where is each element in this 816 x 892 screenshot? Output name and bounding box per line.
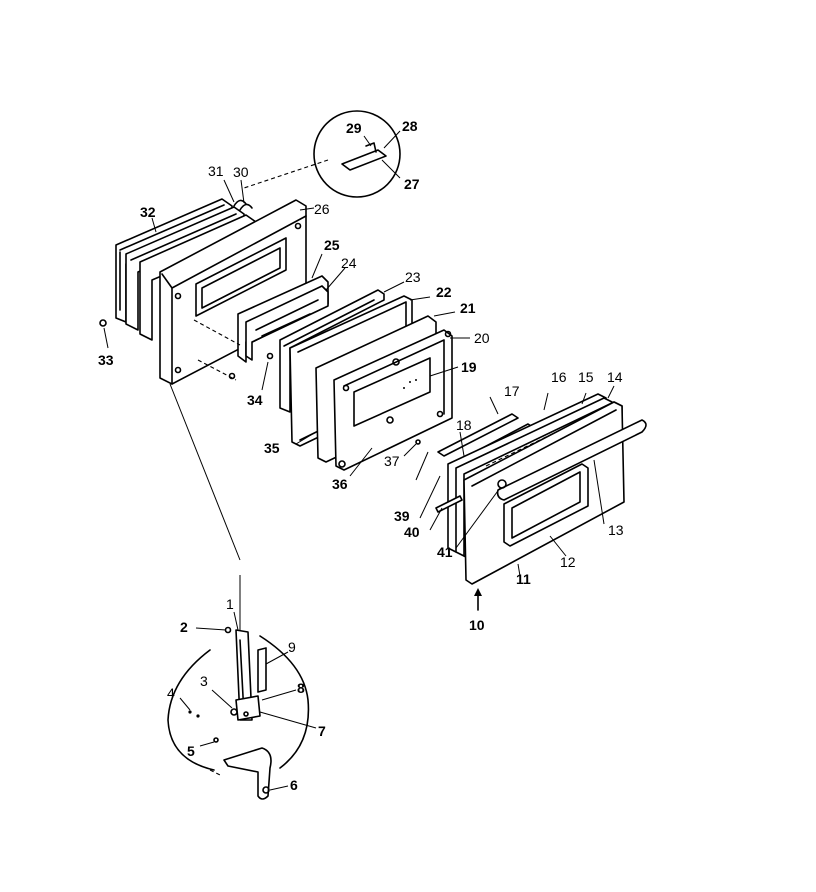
label-12: 12 — [560, 554, 576, 570]
label-6: 6 — [290, 777, 298, 793]
label-9: 9 — [288, 639, 296, 655]
label-30: 30 — [233, 164, 249, 180]
label-26: 26 — [314, 201, 330, 217]
label-23: 23 — [405, 269, 421, 285]
label-11: 11 — [516, 571, 531, 587]
outer-frame-assembly — [99, 179, 315, 385]
top-detail-callout — [243, 110, 401, 198]
hinge-detail — [167, 383, 317, 800]
label-37: 37 — [384, 453, 400, 469]
label-40: 40 — [404, 524, 420, 540]
label-8: 8 — [297, 680, 305, 696]
label-7: 7 — [318, 723, 326, 739]
panel-23 — [279, 281, 405, 413]
label-33: 33 — [98, 352, 114, 368]
label-16: 16 — [551, 369, 567, 385]
label-5: 5 — [187, 743, 195, 759]
label-25: 25 — [324, 237, 340, 253]
label-15: 15 — [578, 369, 594, 385]
label-24: 24 — [341, 255, 357, 271]
door-liner — [295, 329, 470, 477]
label-41: 41 — [437, 544, 453, 560]
label-22: 22 — [436, 284, 452, 300]
label-3: 3 — [200, 673, 208, 689]
part-labels: 29 28 27 31 30 32 26 25 24 23 22 21 20 1… — [98, 118, 624, 793]
label-34: 34 — [247, 392, 263, 408]
label-17: 17 — [504, 383, 520, 399]
label-28: 28 — [402, 118, 418, 134]
label-20: 20 — [474, 330, 490, 346]
label-18: 18 — [456, 417, 472, 433]
label-21: 21 — [460, 300, 476, 316]
inner-glass-assembly — [193, 253, 346, 391]
label-39: 39 — [394, 508, 410, 524]
label-2: 2 — [180, 619, 188, 635]
label-10: 10 — [469, 617, 485, 633]
label-19: 19 — [461, 359, 477, 375]
label-13: 13 — [608, 522, 624, 538]
label-4: 4 — [167, 685, 175, 701]
outer-door-assembly — [415, 385, 647, 611]
label-36: 36 — [332, 476, 348, 492]
label-32: 32 — [140, 204, 156, 220]
label-35: 35 — [264, 440, 280, 456]
label-1: 1 — [226, 596, 234, 612]
label-14: 14 — [607, 369, 623, 385]
label-27: 27 — [404, 176, 420, 192]
label-29: 29 — [346, 120, 362, 136]
label-31: 31 — [208, 163, 224, 179]
